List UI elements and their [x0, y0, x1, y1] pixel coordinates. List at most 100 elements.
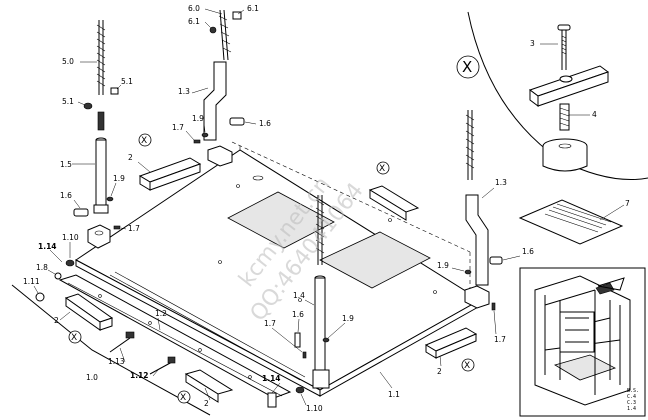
corner-block-right [464, 285, 490, 309]
chain-right [465, 110, 475, 180]
nut-1-10-left [65, 259, 75, 267]
pin-1-6-middle [294, 332, 301, 348]
callout-1-11: 1.11 [23, 277, 40, 286]
arm-1-3-right [465, 194, 489, 286]
detail-x-view: X 3 4 [456, 11, 648, 181]
callout-6-1a: 6.1 [188, 17, 200, 26]
callout-7: 7 [625, 199, 630, 208]
nut-1-10-bottom [295, 386, 305, 394]
callout-1-13: 1.13 [108, 357, 125, 366]
chain-5-0 [96, 20, 106, 95]
rail-1-2 [58, 274, 292, 399]
callout-1-6a: 1.6 [259, 119, 271, 128]
clip-6-1b [232, 11, 242, 20]
screw-1-12 [149, 356, 176, 375]
callout-1-1: 1.1 [388, 390, 400, 399]
callout-1-3a: 1.3 [178, 87, 190, 96]
callout-1-3b: 1.3 [495, 178, 507, 187]
arm-1-3-center [203, 61, 227, 141]
callout-2b: 2 [54, 316, 59, 325]
x-marker-4 [376, 161, 390, 175]
callout-5-0: 5.0 [62, 57, 74, 66]
bolt-3 [557, 24, 571, 70]
x-marker-2 [177, 390, 191, 404]
pad-2-bottom [184, 369, 234, 403]
screw-1-13 [109, 331, 135, 353]
callout-1-7a: 1.7 [172, 123, 184, 132]
knob-1-11 [35, 292, 45, 302]
x-marker-5 [461, 358, 475, 372]
callout-1-6c: 1.6 [292, 310, 304, 319]
callout-5-1b: 5.1 [62, 97, 74, 106]
pin-1-6-right [489, 256, 503, 265]
thumbnail-code-1: B.S. [627, 388, 639, 394]
x-marker-5-label: X [464, 361, 470, 371]
chain-middle [315, 195, 325, 265]
callout-2a: 2 [128, 153, 133, 162]
pad-2-left [64, 293, 114, 331]
callout-1-10b: 1.10 [306, 404, 323, 413]
callout-3: 3 [530, 39, 535, 48]
pad-2-center [368, 185, 420, 221]
callout-1-9d: 1.9 [437, 261, 449, 270]
column-1-5 [93, 137, 109, 214]
callout-1-9b: 1.9 [113, 174, 125, 183]
x-marker-3-label: X [141, 136, 147, 146]
callout-1-6d: 1.6 [522, 247, 534, 256]
thumbnail-code-2: C.4 [627, 394, 636, 400]
callout-2e: 2 [437, 367, 442, 376]
callout-4: 4 [592, 110, 597, 119]
corner-block-left [87, 224, 111, 249]
pad-2-right [424, 327, 478, 359]
callout-1-14a: 1.14 [38, 242, 57, 251]
leader-lines [33, 8, 521, 406]
callout-1-9c: 1.9 [342, 314, 354, 323]
callout-1-4: 1.4 [293, 291, 305, 300]
callout-1-7d: 1.7 [494, 335, 506, 344]
paper-sheet-7 [518, 199, 624, 245]
arrow-icon [597, 277, 625, 291]
detail-x-marker [456, 55, 480, 79]
assembly-thumbnail: B.S. C.4 C.3 1.4 [519, 267, 646, 417]
callout-1-9a: 1.9 [192, 114, 204, 123]
callout-1-2: 1.2 [155, 309, 167, 318]
pin-1-6-top [229, 117, 245, 126]
x-marker-1-label: X [71, 333, 77, 343]
x-marker-4-label: X [379, 164, 385, 174]
x-marker-2-label: X [180, 393, 186, 403]
leader-1-0 [11, 284, 211, 416]
callout-1-5: 1.5 [60, 160, 72, 169]
washer-1-9-middle [322, 337, 330, 343]
clip-5-1b [83, 102, 93, 110]
spring-5 [97, 111, 105, 131]
thumbnail-code-4: 1.4 [627, 406, 636, 412]
thumbnail-code-3: C.3 [627, 400, 636, 406]
corner-block-top [207, 145, 233, 167]
callout-1-6b: 1.6 [60, 191, 72, 200]
washer-1-9-right [464, 269, 472, 275]
x-marker-1 [68, 330, 82, 344]
caster-cylinder [542, 138, 588, 172]
clip-6-1a [209, 26, 217, 34]
callout-5-1a: 5.1 [121, 77, 133, 86]
detail-bracket [528, 65, 610, 107]
pin-1-6-left [73, 208, 89, 217]
nut-4 [559, 103, 570, 131]
callout-2c: 2 [204, 399, 209, 408]
clip-5-1a [110, 87, 119, 95]
callout-1-0: 1.0 [86, 373, 98, 382]
callout-1-10a: 1.10 [62, 233, 79, 242]
callout-1-12: 1.12 [130, 371, 149, 380]
callout-1-7c: 1.7 [264, 319, 276, 328]
screw-1-7-left [113, 225, 121, 230]
column-1-4 [312, 275, 330, 389]
callout-6-0: 6.0 [188, 4, 200, 13]
chain-6-0 [218, 9, 232, 61]
screw-1-7-right [491, 302, 496, 311]
bracket-1-14-bottom [267, 392, 277, 408]
callout-1-14b: 1.14 [262, 374, 281, 383]
washer-1-9-top [201, 132, 209, 138]
detail-x-marker-label: X [462, 58, 472, 76]
callout-1-7b: 1.7 [128, 224, 140, 233]
